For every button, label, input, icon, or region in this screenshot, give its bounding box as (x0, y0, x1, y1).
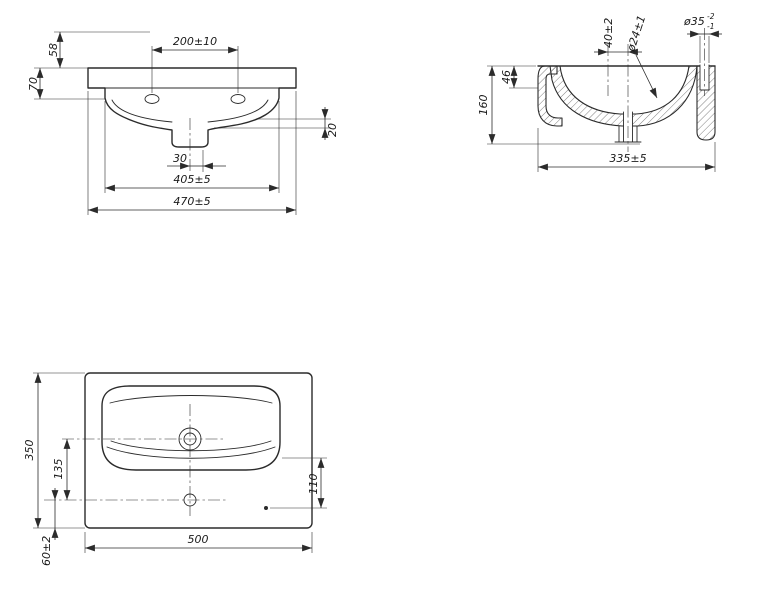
bowl-opening-outline (101, 385, 281, 471)
front-view: 58 70 200±10 20 30 405±5 470±5 (27, 31, 339, 215)
bowl-inner-bottom-curve-1 (106, 446, 276, 459)
dim-200: 200±10 (173, 35, 217, 48)
dim-20: 20 (326, 123, 339, 137)
bowl-inner-bottom-curve-2 (110, 440, 272, 452)
basin-front-outline (87, 67, 297, 148)
top-dimension-lines (34, 373, 325, 552)
dim-35: ø35 (683, 15, 705, 28)
inner-contour-left (111, 99, 173, 123)
dim-35-lower-tolerance: -1 (707, 22, 714, 31)
basin-top-outline (84, 372, 313, 529)
overflow-leader (635, 54, 658, 99)
top-view: 350 135 110 500 60±2 (23, 372, 327, 566)
dim-70: 70 (27, 77, 40, 91)
side-view: 46 160 40±2 ø24±1 ø35 -2 -1 335±5 (477, 12, 722, 172)
dim-58: 58 (47, 43, 60, 57)
dim-46: 46 (500, 70, 513, 84)
dim-110: 110 (307, 474, 320, 495)
dim-160: 160 (477, 95, 490, 116)
dim-35-upper-tolerance: -2 (707, 12, 715, 21)
front-rim-section (537, 65, 563, 127)
marking-dot (264, 506, 268, 510)
dim-60: 60±2 (40, 536, 53, 566)
bowl-inner-top-curve (109, 395, 273, 404)
front-extension-lines (34, 31, 331, 215)
inner-contour-right (207, 99, 269, 123)
tap-hole-left (144, 94, 160, 104)
front-dimension-lines (36, 32, 329, 214)
top-extension-lines (33, 372, 327, 553)
dim-470: 470±5 (173, 195, 210, 208)
dim-30: 30 (173, 152, 187, 165)
dim-335: 335±5 (609, 152, 646, 165)
dim-40: 40±2 (602, 18, 615, 48)
dim-350: 350 (23, 440, 36, 461)
dim-24: ø24±1 (624, 14, 648, 54)
dim-405: 405±5 (173, 173, 210, 186)
side-dimension-lines (488, 30, 722, 171)
dim-500: 500 (188, 533, 209, 546)
dim-135: 135 (52, 459, 65, 480)
tap-hole-right (230, 94, 246, 104)
